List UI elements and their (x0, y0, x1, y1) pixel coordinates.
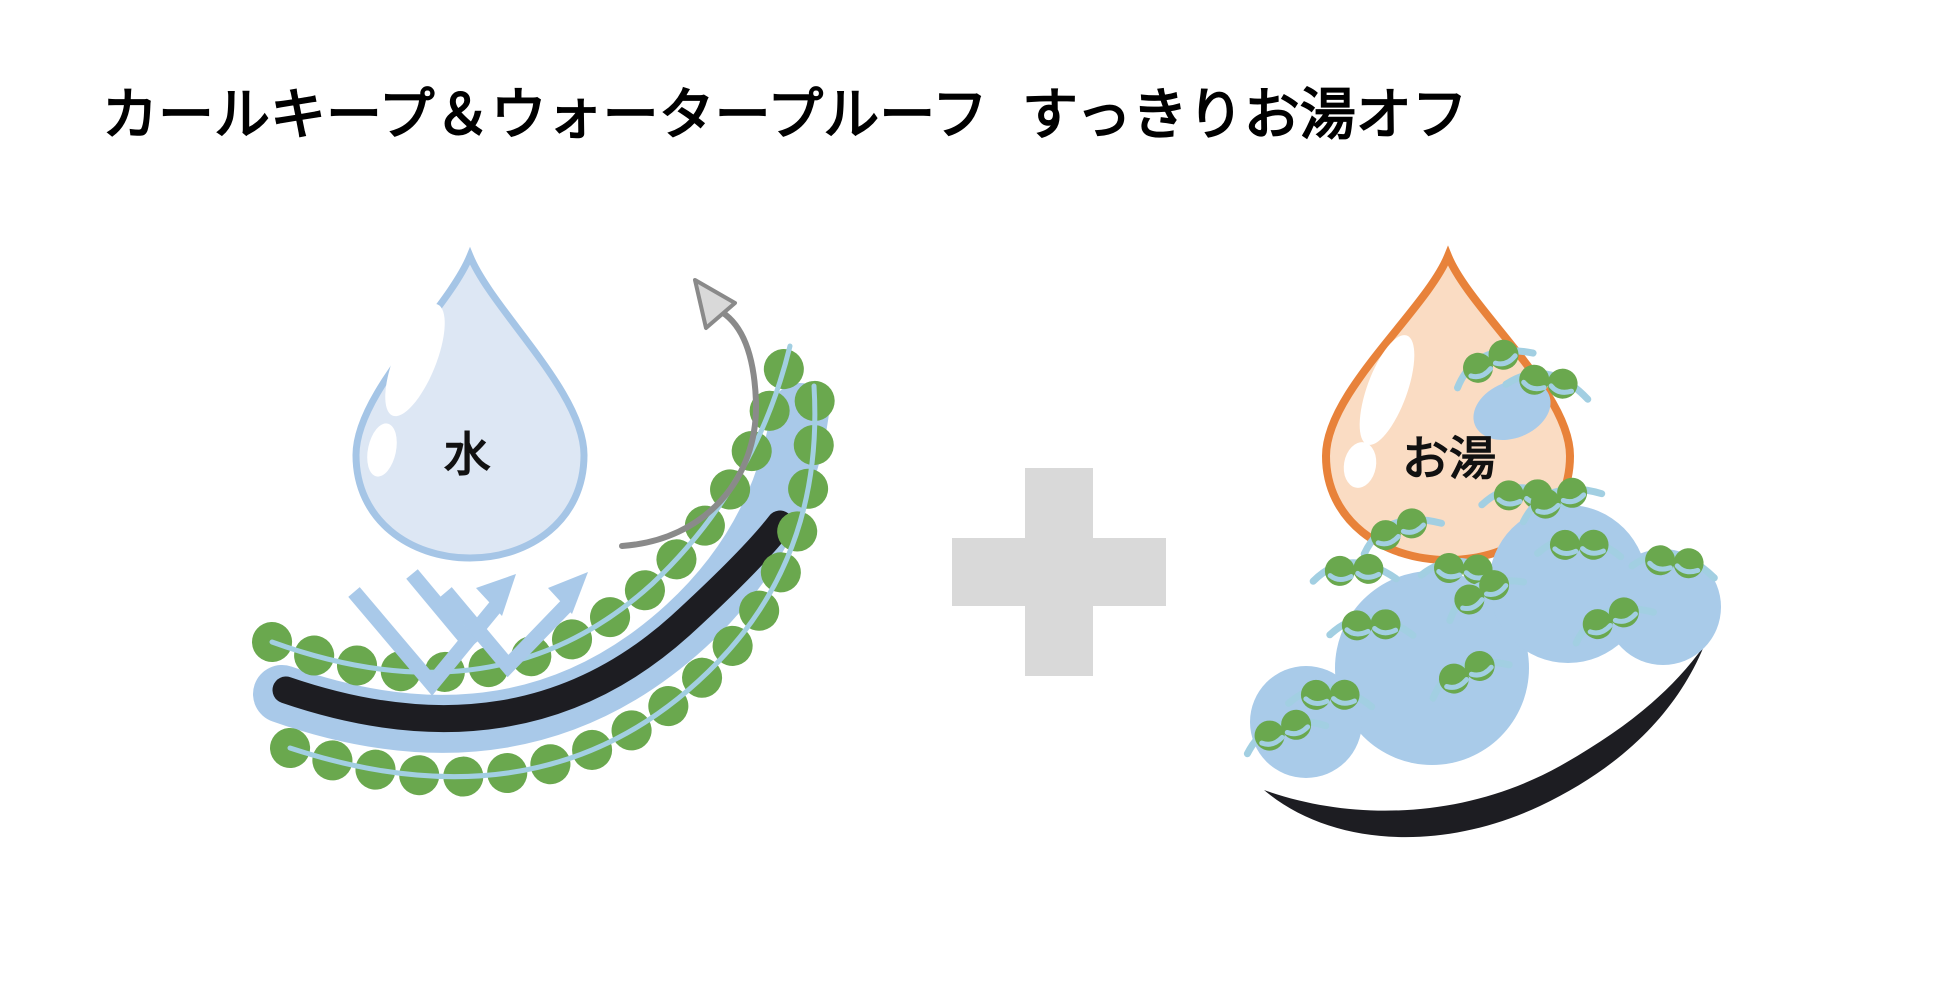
water-droplet-icon: 水 (352, 246, 588, 562)
warm-water-droplet-label: お湯 (1402, 432, 1496, 485)
plus-icon (952, 468, 1166, 676)
curl-arrow-icon (619, 278, 760, 549)
left-section-title: カールキープ＆ウォータープルーフ (102, 83, 988, 146)
warm-water-removal-illustration: お湯 (1241, 245, 1721, 838)
right-section-title: すっきりお湯オフ (1022, 83, 1468, 146)
bounce-arrows-icon (348, 569, 588, 696)
dissolved-coating-blob (1473, 380, 1551, 440)
clean-lash-curve-icon (1264, 646, 1704, 838)
water-droplet-label: 水 (444, 428, 492, 481)
coated-lash-illustration: 水 (252, 246, 835, 797)
coated-lash-curve-icon (252, 326, 835, 797)
